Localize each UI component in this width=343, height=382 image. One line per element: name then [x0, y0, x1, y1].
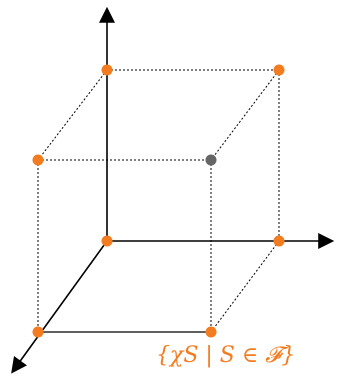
y-axis-diagonal [11, 240, 108, 374]
vertex-yz [32, 154, 44, 166]
cube-edges-dotted [37, 69, 280, 333]
vertex-xyz [205, 154, 217, 166]
vertex-z [101, 64, 113, 76]
vertex-xy [205, 326, 217, 338]
vertex-xz [273, 64, 285, 76]
vertex-origin [101, 235, 113, 247]
feasible-set-label: {χS | S ∈ 𝓕} [156, 343, 296, 368]
vertex-x [273, 235, 285, 247]
vertex-y [32, 326, 44, 338]
